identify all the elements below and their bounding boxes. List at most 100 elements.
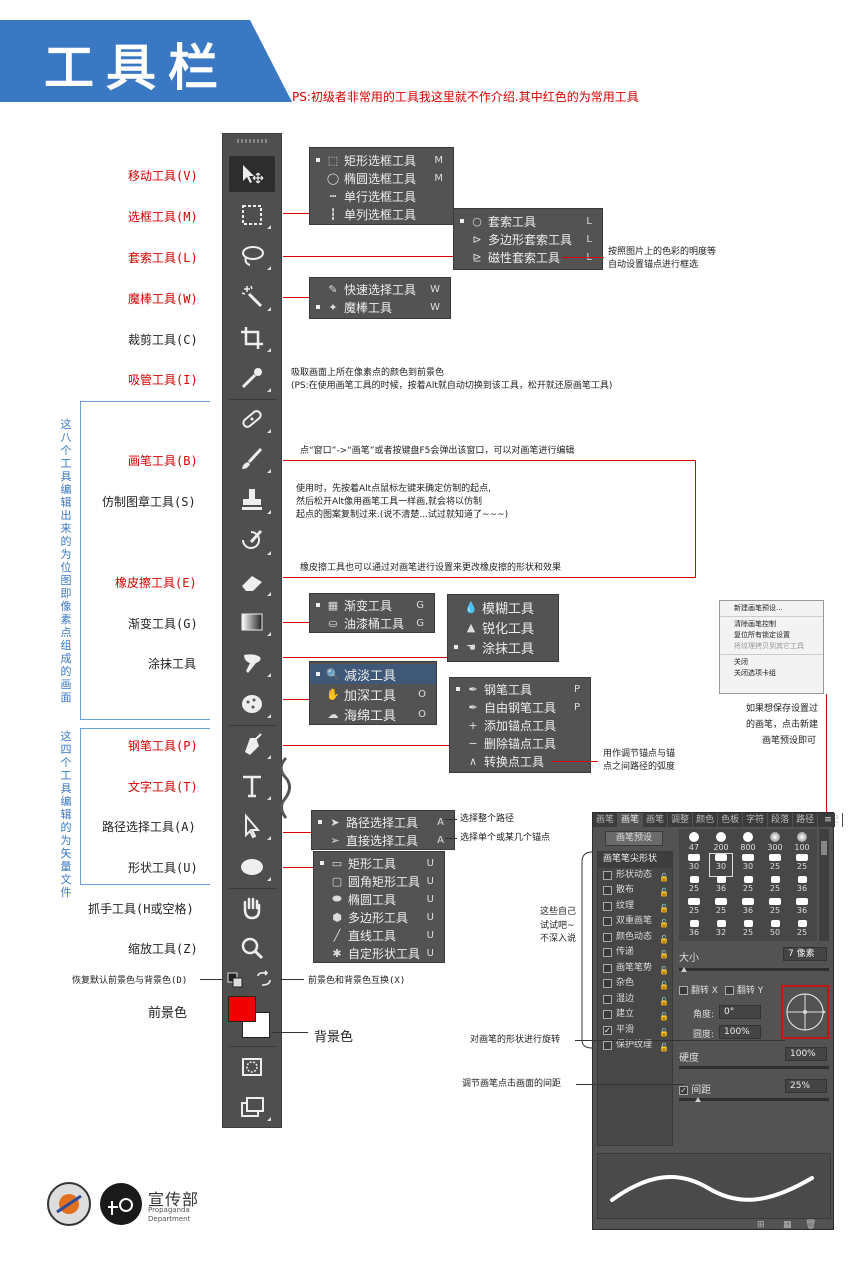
- brush-tip-cell[interactable]: 25: [764, 898, 786, 920]
- brush-option-item[interactable]: 纹理🔓: [598, 899, 672, 915]
- size-slider[interactable]: [679, 968, 829, 971]
- lock-icon[interactable]: 🔓: [659, 981, 669, 990]
- menu-smudge[interactable]: ☚涂抹工具: [448, 637, 558, 657]
- scroll-thumb[interactable]: [821, 841, 827, 855]
- tab-swatches[interactable]: 色板: [718, 813, 744, 827]
- tool-shape[interactable]: [229, 849, 275, 885]
- brush-tip-cell[interactable]: 25: [791, 920, 813, 942]
- option-checkbox[interactable]: [603, 886, 612, 895]
- tool-history-brush[interactable]: [229, 523, 275, 559]
- angle-input[interactable]: 0°: [719, 1005, 761, 1019]
- roundness-input[interactable]: 100%: [719, 1025, 761, 1039]
- tool-marquee[interactable]: [229, 197, 275, 233]
- lock-icon[interactable]: 🔓: [659, 1012, 669, 1021]
- tool-smudge[interactable]: [229, 645, 275, 681]
- ctx-copy-texture[interactable]: 将纹理拷贝到其它工具: [734, 642, 804, 650]
- brush-tip-cell[interactable]: 200: [710, 832, 732, 854]
- brush-tip-cell[interactable]: 300: [764, 832, 786, 854]
- brush-presets-button[interactable]: 画笔预设: [605, 831, 663, 846]
- option-checkbox[interactable]: [603, 994, 612, 1004]
- lock-icon[interactable]: 🔓: [659, 950, 669, 959]
- option-checkbox[interactable]: [603, 948, 612, 957]
- option-checkbox[interactable]: [603, 963, 612, 973]
- spacing-slider-knob[interactable]: [695, 1097, 701, 1102]
- tool-move[interactable]: [229, 156, 275, 192]
- tab-brush-3[interactable]: 画笔: [643, 813, 669, 827]
- option-checkbox[interactable]: [603, 1010, 612, 1019]
- tool-quick-mask[interactable]: [229, 1049, 275, 1085]
- tab-brush-1[interactable]: 画笔: [593, 813, 619, 827]
- brush-tip-cell[interactable]: 25: [764, 876, 786, 898]
- brush-option-item[interactable]: ✓平滑🔓: [598, 1023, 672, 1039]
- spacing-control[interactable]: ✓ 间距: [679, 1081, 711, 1096]
- brush-option-item[interactable]: 保护纹理🔓: [598, 1038, 672, 1054]
- panel-menu-icon[interactable]: ≡: [821, 813, 835, 827]
- angle-roundness-widget[interactable]: [781, 985, 831, 1041]
- brush-option-item[interactable]: 颜色动态🔓: [598, 930, 672, 946]
- brush-option-item[interactable]: 散布🔓: [598, 883, 672, 899]
- brush-option-item[interactable]: 双重画笔🔓: [598, 914, 672, 930]
- ctx-clear-brush-controls[interactable]: 清除画笔控制: [734, 620, 776, 628]
- lock-icon[interactable]: 🔓: [659, 1027, 669, 1037]
- option-checkbox[interactable]: [603, 870, 612, 880]
- reset-colors-icon[interactable]: [227, 972, 245, 988]
- spacing-checkbox[interactable]: ✓: [679, 1085, 688, 1095]
- tool-type[interactable]: [229, 768, 275, 804]
- lock-icon[interactable]: 🔓: [659, 888, 669, 897]
- grid-icon[interactable]: ▦: [783, 1220, 792, 1230]
- brush-tip-cell[interactable]: 25: [737, 876, 759, 898]
- hardness-input[interactable]: 100%: [785, 1047, 827, 1061]
- trash-icon[interactable]: 🗑: [805, 1220, 817, 1230]
- brush-option-item[interactable]: 画笔笔势🔓: [598, 961, 672, 977]
- brush-tip-cell[interactable]: 100: [791, 832, 813, 854]
- size-slider-knob[interactable]: [681, 967, 687, 972]
- flip-y-control[interactable]: 翻转 Y: [725, 983, 763, 996]
- new-preset-icon[interactable]: ⊞: [757, 1220, 765, 1230]
- menu-sharpen[interactable]: ▲锐化工具: [448, 617, 558, 637]
- tab-adjust[interactable]: 调整: [668, 813, 694, 827]
- hardness-slider[interactable]: [679, 1066, 829, 1069]
- brush-tip-cell[interactable]: 30: [683, 854, 705, 876]
- menu-single-column-marquee[interactable]: ┇单列选框工具: [310, 205, 453, 223]
- brush-tip-cell[interactable]: 36: [791, 876, 813, 898]
- ctx-reset-locked[interactable]: 复位所有锁定设置: [734, 631, 790, 639]
- ctx-close-tab-group[interactable]: 关闭选项卡组: [734, 669, 776, 677]
- brush-option-item[interactable]: 湿边🔓: [598, 992, 672, 1008]
- brush-tip-cell[interactable]: 36: [710, 876, 732, 898]
- brush-tip-cell[interactable]: 25: [710, 898, 732, 920]
- brush-option-item[interactable]: 建立🔓: [598, 1007, 672, 1023]
- tool-clone-stamp[interactable]: [229, 482, 275, 518]
- tool-screen-mode[interactable]: [229, 1089, 275, 1125]
- flip-x-checkbox[interactable]: [679, 986, 688, 995]
- option-checkbox[interactable]: [603, 901, 612, 911]
- brush-tip-cell[interactable]: 30: [737, 854, 759, 876]
- menu-delete-anchor[interactable]: −删除锚点工具: [450, 734, 590, 752]
- brush-tip-cell[interactable]: 800: [737, 832, 759, 854]
- toolbar-grip[interactable]: [237, 139, 269, 143]
- lock-icon[interactable]: 🔓: [659, 965, 669, 975]
- brush-tip-cell[interactable]: 25: [683, 876, 705, 898]
- tool-lasso[interactable]: [229, 238, 275, 274]
- menu-add-anchor[interactable]: +添加锚点工具: [450, 716, 590, 734]
- tool-healing[interactable]: [229, 401, 275, 437]
- brush-option-item[interactable]: 杂色🔓: [598, 976, 672, 992]
- brush-tip-cell[interactable]: 25: [791, 854, 813, 876]
- tool-hand[interactable]: [229, 890, 275, 926]
- brush-tip-cell[interactable]: 47: [683, 832, 705, 854]
- swap-colors-icon[interactable]: [255, 970, 273, 988]
